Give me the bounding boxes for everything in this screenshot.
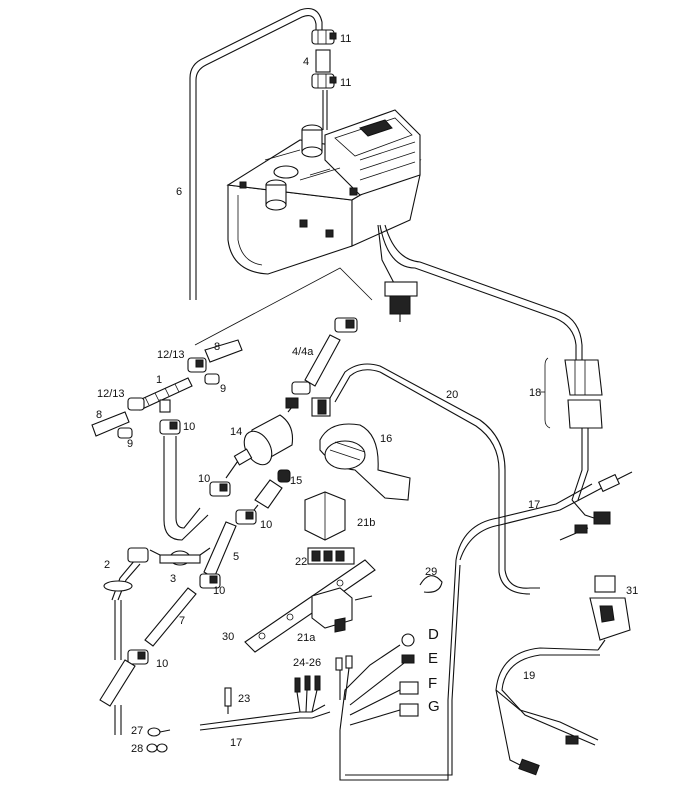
bush-9-lower [117,427,133,439]
label-12-13-lower: 12/13 [97,388,125,400]
label-9-upper: 9 [220,383,226,395]
label-17-right: 17 [528,499,540,511]
relay-21b [304,491,346,541]
label-7: 7 [179,615,185,627]
clamp-10-b [209,481,231,497]
hose-8-lower [91,411,130,437]
label-23: 23 [238,693,250,705]
clamp-11-lower [311,73,337,89]
hose-4-4a [291,317,358,395]
heater-harness [377,224,583,360]
label-30: 30 [222,631,234,643]
label-10-a: 10 [183,421,195,433]
harness-20 [311,363,540,595]
label-F: F [428,675,437,692]
label-9-lower: 9 [127,438,133,450]
fuel-line-6 [189,7,323,300]
label-18: 18 [529,387,541,399]
label-21a: 21a [297,632,316,644]
label-8-upper: 8 [214,341,220,353]
label-4: 4 [303,56,309,68]
label-4-4a: 4/4a [292,346,314,358]
pipe-bottom [99,659,136,735]
plug-23 [224,687,232,714]
bracket-16 [319,423,411,501]
label-29: 29 [425,566,437,578]
label-10-e: 10 [156,658,168,670]
label-11-lower: 11 [340,77,351,89]
label-10-c: 10 [260,519,272,531]
label-14: 14 [230,426,242,438]
hose-7 [144,587,197,647]
clamp-12-13 [187,357,207,373]
label-24-26: 24-26 [293,657,321,669]
clamp-10-c [235,509,257,525]
clamp-12-13-lower [127,397,171,413]
label-1: 1 [156,374,162,386]
filter-3 [149,547,211,566]
ring-29 [419,575,443,593]
relay-21a [311,587,373,633]
label-G: G [428,698,440,715]
label-15: 15 [290,475,302,487]
harness-lower [335,633,419,731]
label-3: 3 [170,573,176,585]
hose-4 [315,49,331,73]
harness-17 [339,471,633,781]
label-21b: 21b [357,517,375,529]
fuel-pipe-stub [322,90,328,130]
harness-19 [495,647,600,776]
hose-5 [203,521,237,579]
label-27: 27 [131,725,143,737]
label-2: 2 [104,559,110,571]
label-6: 6 [176,186,182,198]
fuse-holder-22 [307,547,355,565]
switch-31 [589,575,631,651]
plate-30 [244,559,376,653]
label-19: 19 [523,670,535,682]
bent-hose [163,436,209,541]
label-5: 5 [233,551,239,563]
terminal-27 [147,727,171,737]
hose-8-upper [204,339,243,363]
label-20: 20 [446,389,458,401]
clamp-11-top [311,29,337,45]
terminal-28 [146,743,168,753]
label-11-top: 11 [340,33,351,45]
label-10-b: 10 [198,473,210,485]
pins-24-26 [199,675,331,731]
label-12-13-upper: 12/13 [157,349,185,361]
label-31: 31 [626,585,638,597]
clamp-10-d [199,573,221,589]
leader-line [194,267,373,346]
clamp-10-e [127,649,149,665]
label-10-d: 10 [213,585,225,597]
label-8-lower: 8 [96,409,102,421]
label-D: D [428,626,439,643]
fuel-tap-2 [103,547,149,660]
fuel-pump-14 [225,397,299,479]
connector-18 [540,357,603,501]
label-E: E [428,650,438,667]
label-22: 22 [295,556,307,568]
heater-unit [226,109,422,275]
clamp-10-a [159,419,181,435]
bush-9-upper [204,373,220,385]
label-17-bottom: 17 [230,737,242,749]
label-16: 16 [380,433,392,445]
label-28: 28 [131,743,143,755]
